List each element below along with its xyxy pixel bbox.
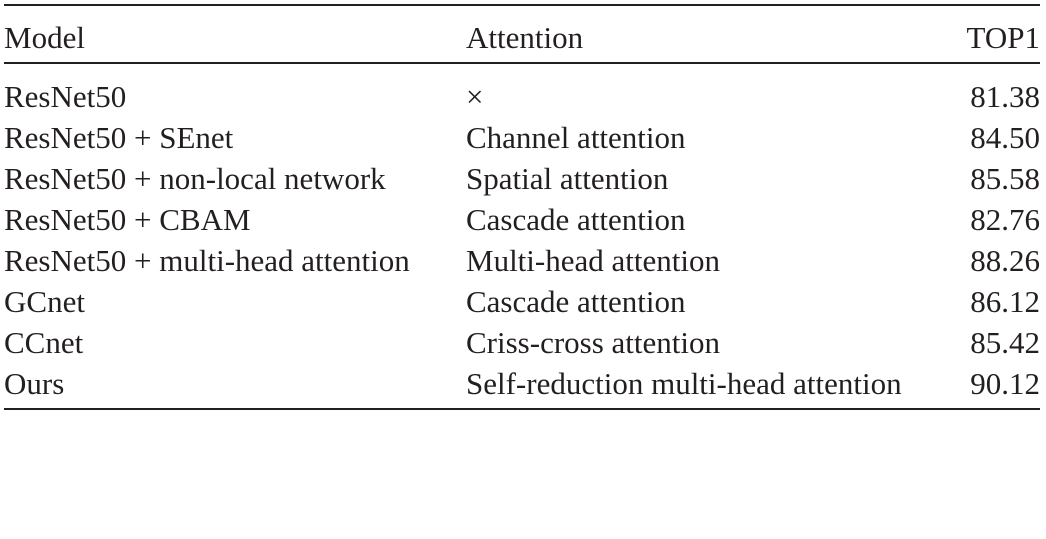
top-rule [4,4,1040,6]
table-row: ResNet50 + CBAM Cascade attention 82.76 [4,199,1040,240]
cell-model: ResNet50 [4,78,127,114]
results-table: Model Attention TOP1 ResNet50 × 81.38 Re… [4,0,1040,410]
cell-attention: Multi-head attention [466,242,720,278]
cell-top1: 85.58 [970,160,1040,196]
cell-top1: 85.42 [970,324,1040,360]
table-row: ResNet50 × 81.38 [4,64,1040,117]
cell-model: GCnet [4,283,85,319]
cell-attention: Self-reduction multi-head attention [466,365,902,401]
bottom-rule [4,407,1040,410]
table-row: ResNet50 + non-local network Spatial att… [4,158,1040,199]
table-row: Ours Self-reduction multi-head attention… [4,363,1040,408]
header-rule [4,62,1040,64]
cell-top1: 82.76 [970,201,1040,237]
cell-attention: Cascade attention [466,201,686,237]
cell-top1: 84.50 [970,119,1040,155]
cell-model: ResNet50 + CBAM [4,201,251,237]
table-row: GCnet Cascade attention 86.12 [4,281,1040,322]
cell-top1: 88.26 [970,242,1040,278]
cell-model: CCnet [4,324,84,360]
table-header: Model Attention TOP1 [4,6,1040,62]
cell-model: ResNet50 + multi-head attention [4,242,410,278]
table-row: ResNet50 + multi-head attention Multi-he… [4,240,1040,281]
comparison-table-body: ResNet50 × 81.38 ResNet50 + SEnet Channe… [4,64,1040,408]
table-row: CCnet Criss-cross attention 85.42 [4,322,1040,363]
cell-model: ResNet50 + non-local network [4,160,386,196]
header-row: Model Attention TOP1 [4,6,1040,62]
cell-attention: Channel attention [466,119,686,155]
table-row: ResNet50 + SEnet Channel attention 84.50 [4,117,1040,158]
cell-top1: 86.12 [970,283,1040,319]
comparison-table: Model Attention TOP1 [4,6,1040,62]
cell-attention: Criss-cross attention [466,324,720,360]
cell-attention: × [466,78,484,114]
cell-attention: Spatial attention [466,160,669,196]
header-model: Model [4,20,85,55]
cell-model: Ours [4,365,65,401]
header-attention: Attention [466,20,584,55]
cell-top1: 81.38 [970,78,1040,114]
table-body: ResNet50 × 81.38 ResNet50 + SEnet Channe… [4,64,1040,408]
cell-top1: 90.12 [970,365,1040,401]
cell-attention: Cascade attention [466,283,686,319]
cell-model: ResNet50 + SEnet [4,119,234,155]
header-top1: TOP1 [966,20,1040,55]
